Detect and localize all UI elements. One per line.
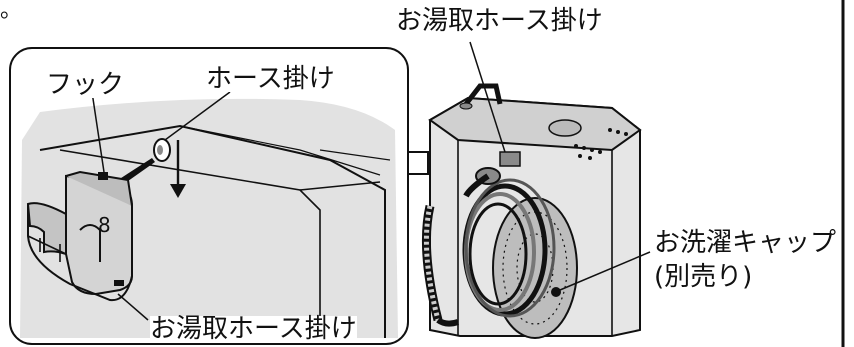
hook-label: フック [46,70,125,100]
wash-cap-sold-separately-label: (別売り) [654,262,753,292]
washing-machine [421,83,642,339]
coiled-hose [462,178,556,318]
hose-hanger-label: ホース掛け [206,64,335,94]
hose-hook-part: 8 [26,170,133,302]
machine-handle [464,83,503,106]
cut-off-text-fragment: 。 [0,0,23,23]
bath-hose-hanger-label-bottom: お湯取ホース掛け [150,314,357,344]
machine-hose-hanger [499,151,521,167]
wash-cap-label: お洗濯キャップ [654,228,837,258]
down-arrow-icon [170,140,186,198]
bath-hose-hanger-label-top: お湯取ホース掛け [396,6,603,36]
hook-number-label: 8 [98,213,111,237]
inset-detail: 8 [9,47,409,345]
